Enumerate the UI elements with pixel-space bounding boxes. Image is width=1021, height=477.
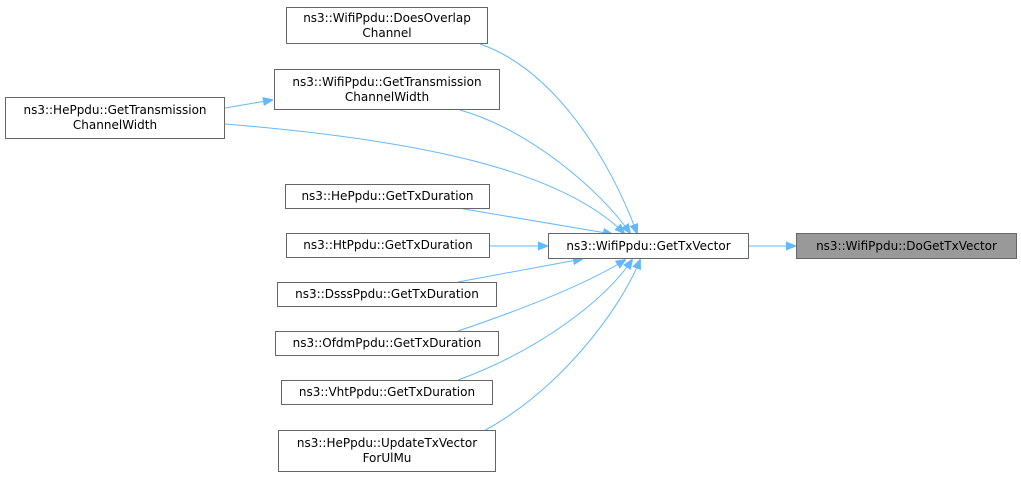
node-heppdu-gettxduration[interactable]: ns3::HePpdu::GetTxDuration [285, 184, 490, 209]
edge-hetxchannelwidth-to-wifitxchannelwidth [224, 100, 272, 109]
node-label-line1: ns3::HePpdu::GetTxDuration [301, 189, 474, 203]
edge-hetxchannelwidth-to-gettxvector [224, 123, 624, 233]
node-label-line2: ChannelWidth [344, 89, 430, 104]
node-label-line1: ns3::VhtPpdu::GetTxDuration [298, 385, 476, 399]
node-label-line1: ns3::WifiPpdu::GetTxVector [566, 238, 731, 253]
edge-hetxduration-to-gettxvector [457, 207, 612, 234]
node-wifippdu-doesoverlapchannel[interactable]: ns3::WifiPpdu::DoesOverlap Channel [286, 7, 488, 44]
edge-dssstxduration-to-gettxvector [457, 259, 582, 283]
node-label-line2: ForUlMu [362, 451, 412, 465]
node-ofdmppdu-gettxduration[interactable]: ns3::OfdmPpdu::GetTxDuration [275, 331, 499, 356]
edge-doesoverlap-to-gettxvector [479, 43, 637, 233]
node-label-line2: ChannelWidth [72, 118, 158, 132]
node-wifippdu-dogettxvector: ns3::WifiPpdu::DoGetTxVector [796, 233, 1017, 259]
edge-heupdatetxvector-to-gettxvector [481, 260, 640, 433]
node-label-line1: ns3::WifiPpdu::DoesOverlap [303, 10, 471, 25]
node-label-line1: ns3::HePpdu::GetTransmission [23, 103, 207, 117]
node-wifippdu-gettxvector[interactable]: ns3::WifiPpdu::GetTxVector [548, 233, 749, 259]
node-label-line1: ns3::HtPpdu::GetTxDuration [303, 238, 473, 252]
node-htppdu-gettxduration[interactable]: ns3::HtPpdu::GetTxDuration [286, 233, 490, 258]
node-dsssppdu-gettxduration[interactable]: ns3::DsssPpdu::GetTxDuration [277, 282, 497, 307]
node-label-line2: Channel [362, 25, 412, 40]
node-vhtppdu-gettxduration[interactable]: ns3::VhtPpdu::GetTxDuration [281, 380, 493, 405]
node-heppdu-gettransmissionchannelwidth[interactable]: ns3::HePpdu::GetTransmission ChannelWidt… [5, 97, 225, 139]
node-label-line1: ns3::HePpdu::UpdateTxVector [296, 436, 478, 450]
node-heppdu-updatetxvectorforulmu[interactable]: ns3::HePpdu::UpdateTxVector ForUlMu [278, 430, 496, 472]
node-wifippdu-gettransmissionchannelwidth[interactable]: ns3::WifiPpdu::GetTransmission ChannelWi… [274, 69, 500, 110]
edge-ofdmtxduration-to-gettxvector [457, 260, 625, 332]
edge-vhttxduration-to-gettxvector [457, 260, 632, 381]
node-label-line1: ns3::OfdmPpdu::GetTxDuration [292, 336, 482, 350]
node-label-line1: ns3::WifiPpdu::GetTransmission [292, 74, 482, 89]
node-label-line1: ns3::DsssPpdu::GetTxDuration [295, 287, 479, 301]
node-label-line1: ns3::WifiPpdu::DoGetTxVector [816, 238, 997, 253]
edge-wifitxchannelwidth-to-gettxvector [459, 109, 630, 233]
